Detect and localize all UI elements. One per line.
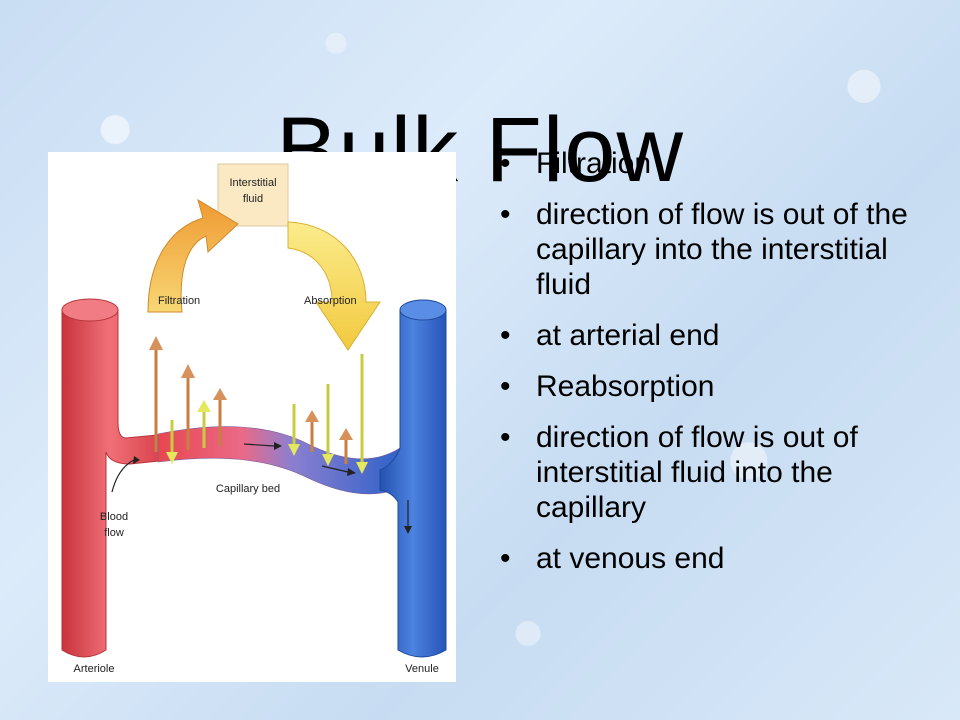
arteriole-opening	[61, 298, 119, 322]
bullet-item: at venous end	[498, 541, 938, 576]
absorption-small-arrows	[288, 354, 368, 474]
capillary-diagram-svg: Interstitial fluid Filtration Absorption	[61, 163, 447, 675]
venule-opening	[399, 299, 447, 321]
arteriole-vessel	[61, 309, 169, 658]
bullet-item: direction of flow is out of interstitial…	[498, 420, 938, 525]
blood-flow-arrow-3	[321, 465, 349, 473]
bullet-list: Filtration direction of flow is out of t…	[498, 146, 938, 592]
blood-flow-arrow-2	[243, 443, 275, 447]
blood-flow-arrow-1	[111, 459, 135, 493]
venule-label: Venule	[405, 663, 439, 675]
blood-flow-arrow-4-head	[404, 526, 412, 534]
blood-flow-arrow-3-head	[347, 468, 356, 476]
filtration-small-arrows	[149, 336, 227, 464]
capillary-bed-label: Capillary bed	[216, 483, 280, 495]
interstitial-fluid-box	[217, 163, 289, 227]
capillary-diagram: Interstitial fluid Filtration Absorption	[48, 152, 456, 682]
bullet-item: Reabsorption	[498, 369, 938, 404]
bullet-item: Filtration	[498, 146, 938, 181]
blood-flow-arrow-1-head	[133, 456, 140, 464]
bullet-item: at arterial end	[498, 318, 938, 353]
filtration-arrow	[147, 198, 239, 313]
absorption-label: Absorption	[304, 295, 357, 307]
venule-vessel	[379, 309, 447, 658]
arteriole-label: Arteriole	[74, 663, 115, 675]
filtration-label: Filtration	[158, 295, 200, 307]
absorption-arrow	[287, 221, 381, 351]
blood-flow-arrow-2-head	[274, 442, 282, 450]
interstitial-label-line2: fluid	[243, 193, 263, 205]
blood-flow-label-line2: flow	[104, 527, 124, 539]
blood-flow-label-line1: Blood	[100, 511, 128, 523]
bullet-item: direction of flow is out of the capillar…	[498, 197, 938, 302]
interstitial-label-line1: Interstitial	[229, 177, 276, 189]
